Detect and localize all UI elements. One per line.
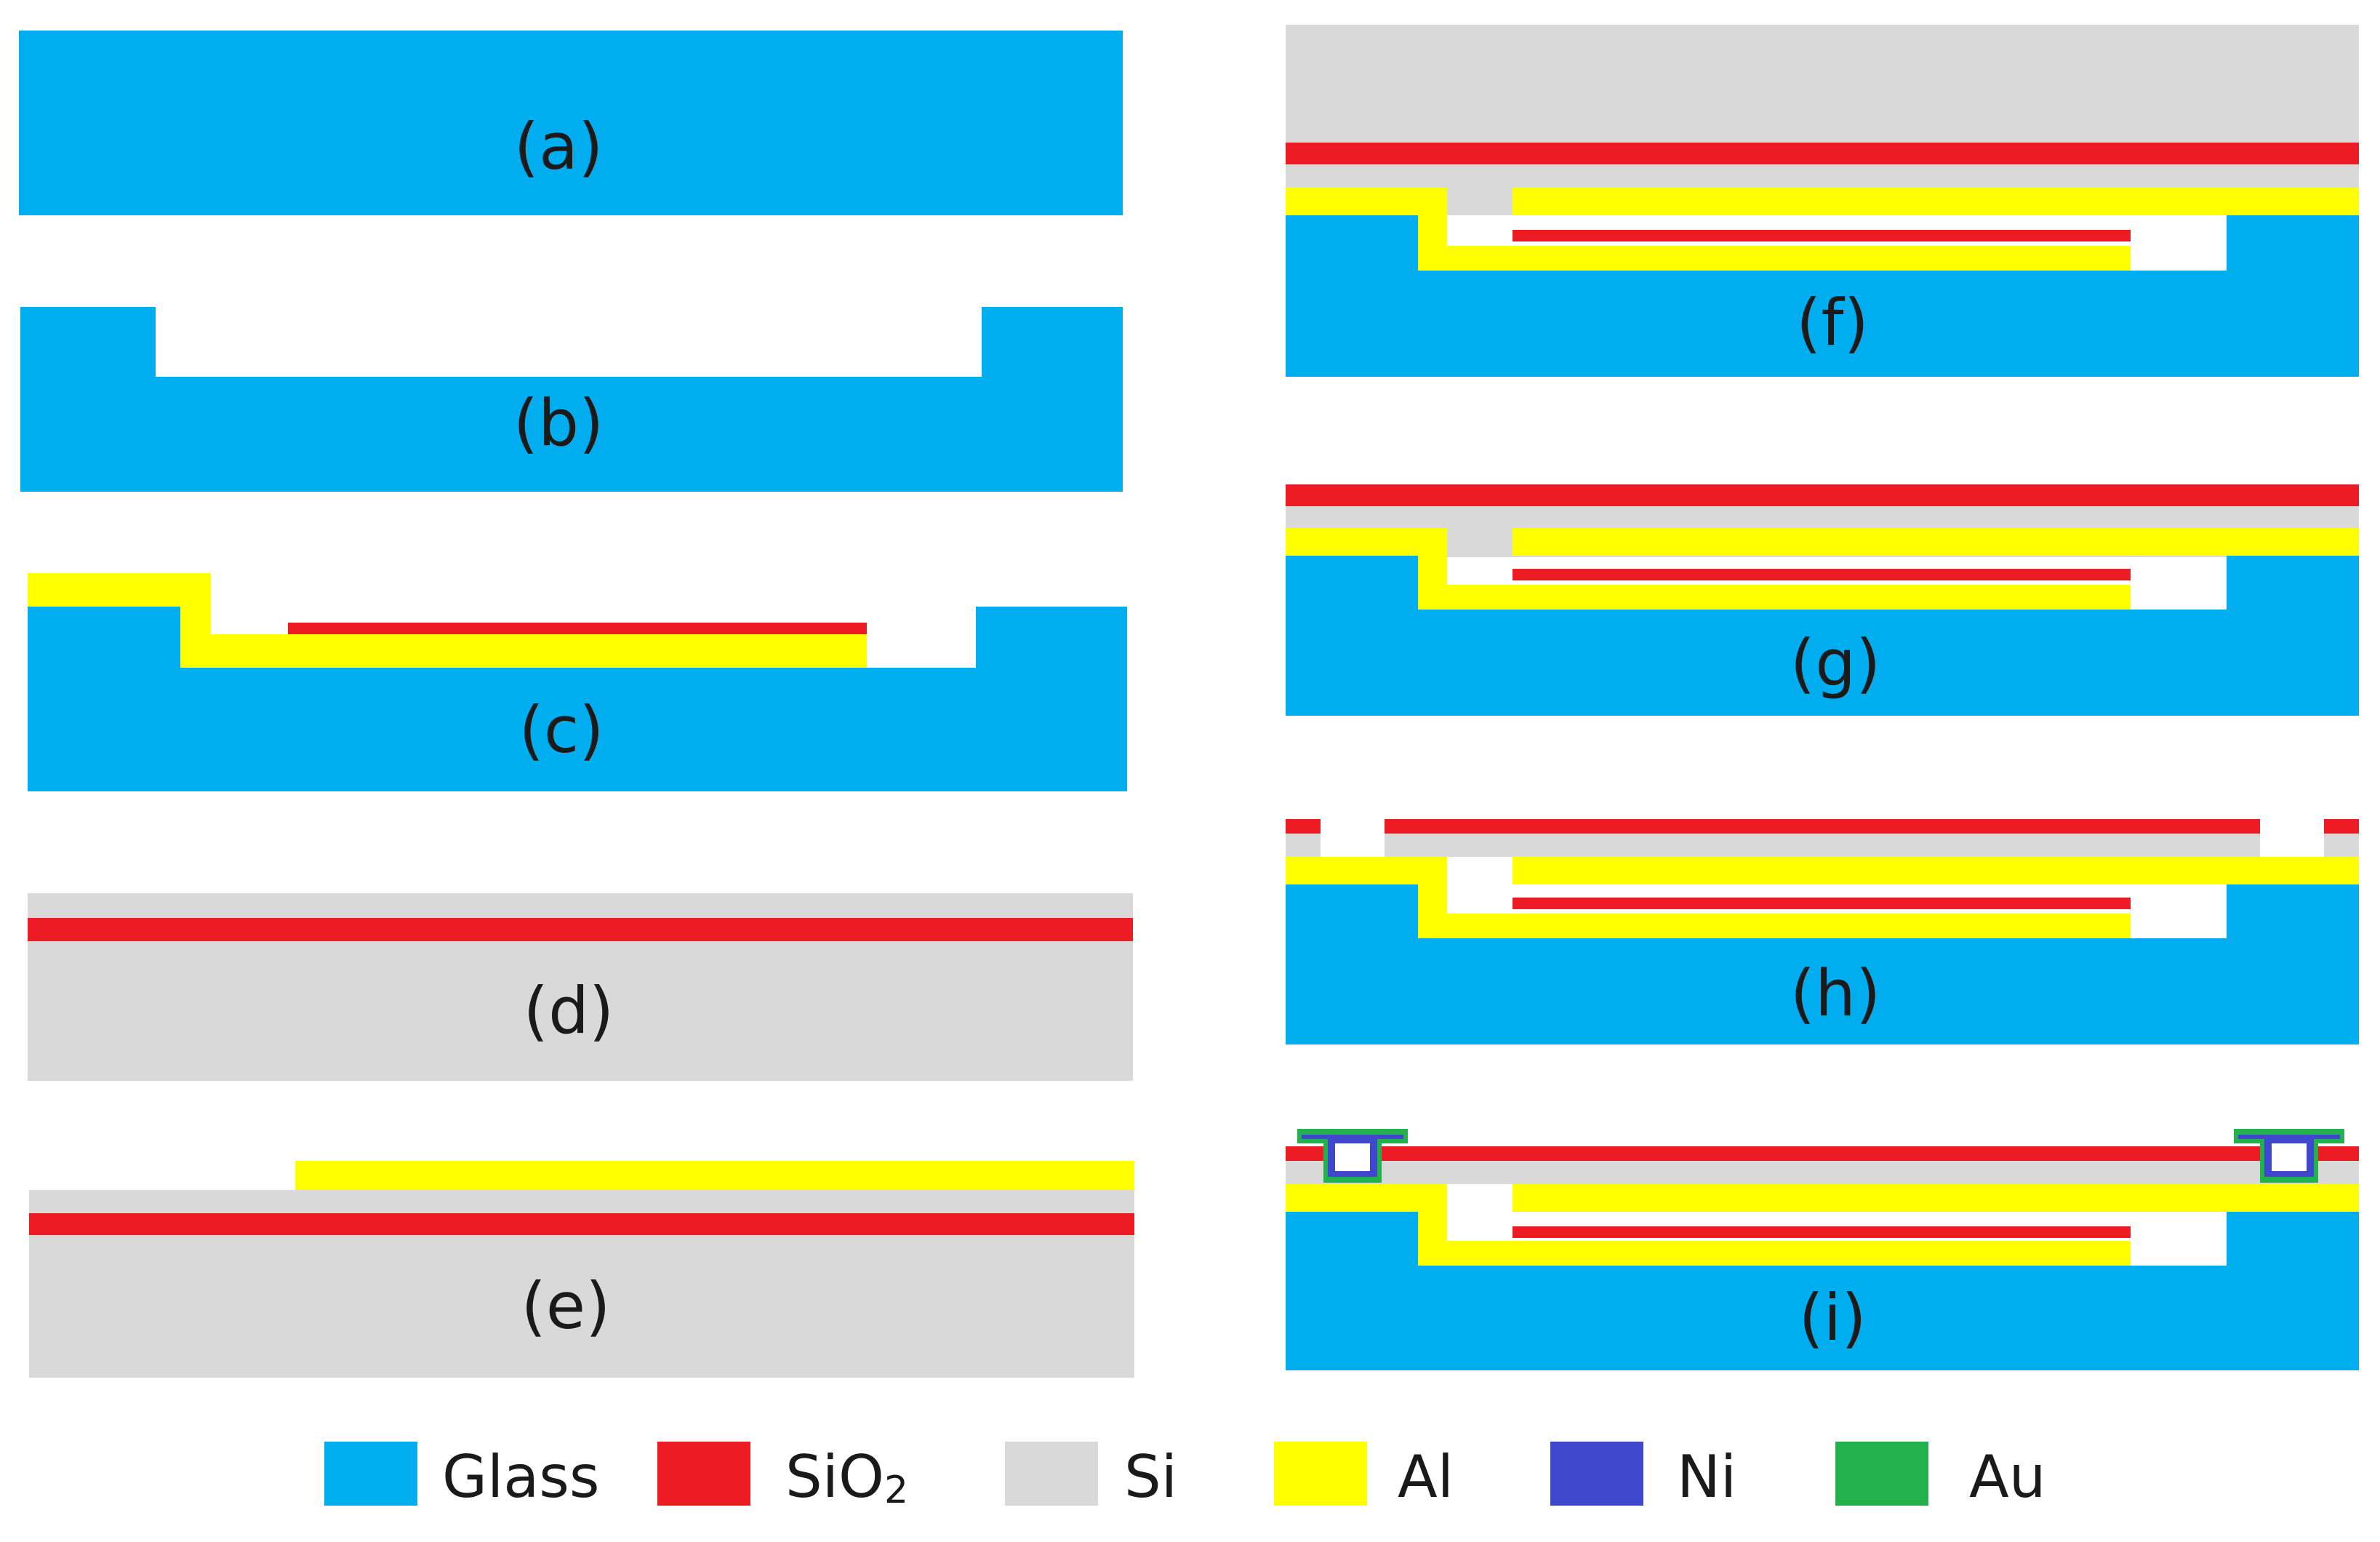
- si-layer: [1286, 25, 2359, 215]
- glass-layer: [20, 307, 1123, 492]
- si-layer: [1286, 831, 1321, 857]
- legend-label-sio2-sub: 2: [884, 1469, 908, 1512]
- legend-label-al: Al: [1398, 1443, 1454, 1511]
- glass-layer: [19, 31, 1123, 215]
- step-h-label: (h): [1790, 956, 1880, 1031]
- al-layer: [1286, 188, 2131, 271]
- al-layer: [1512, 857, 2359, 884]
- legend-swatch-ni: [1550, 1442, 1643, 1506]
- glass-layer: [1286, 556, 2359, 716]
- legend-item-sio2: SiO2: [657, 1442, 908, 1512]
- step-i-panel: (i): [1286, 1129, 2359, 1370]
- step-f-label: (f): [1796, 285, 1869, 360]
- al-layer: [1286, 857, 2131, 938]
- step-e-panel: (e): [29, 1161, 1134, 1378]
- sio2-layer: [1286, 484, 2359, 506]
- step-c-label: (c): [518, 692, 604, 767]
- glass-layer: [1286, 1212, 2359, 1370]
- legend-item-glass: Glass: [324, 1442, 600, 1511]
- legend: Glass SiO2 Si Al Ni Au: [324, 1442, 2046, 1512]
- sio2-layer: [1286, 1146, 2359, 1161]
- legend-swatch-au: [1835, 1442, 1928, 1506]
- al-layer: [295, 1161, 1134, 1190]
- step-e-label: (e): [521, 1269, 611, 1343]
- legend-item-au: Au: [1835, 1442, 2046, 1511]
- si-layer: [1286, 1158, 2359, 1184]
- step-c-panel: (c): [28, 573, 1127, 791]
- sio2-layer: [1286, 819, 1321, 834]
- legend-label-au: Au: [1969, 1443, 2046, 1511]
- legend-swatch-glass: [324, 1442, 417, 1506]
- sio2-layer: [1385, 819, 2260, 834]
- legend-swatch-sio2: [657, 1442, 750, 1506]
- legend-item-si: Si: [1005, 1442, 1177, 1511]
- si-layer: [1385, 831, 2260, 857]
- al-layer: [1512, 528, 2359, 556]
- legend-label-sio2: SiO2: [785, 1443, 908, 1512]
- al-layer: [1286, 1184, 2131, 1266]
- step-g-label: (g): [1790, 626, 1881, 700]
- opening-left: [1335, 1143, 1370, 1171]
- legend-label-ni: Ni: [1677, 1443, 1736, 1511]
- glass-layer: [28, 607, 1127, 791]
- sio2-layer: [288, 623, 867, 634]
- step-i-label: (i): [1798, 1280, 1866, 1355]
- al-layer: [28, 573, 867, 668]
- legend-label-si: Si: [1124, 1443, 1177, 1511]
- glass-layer: [1286, 215, 2359, 377]
- step-a-label: (a): [514, 109, 604, 184]
- step-b-label: (b): [513, 386, 604, 460]
- legend-item-ni: Ni: [1550, 1442, 1736, 1511]
- al-layer: [1512, 1184, 2359, 1212]
- sio2-layer: [1512, 569, 2131, 580]
- sio2-layer: [2324, 819, 2359, 834]
- legend-label-glass: Glass: [442, 1443, 600, 1511]
- step-d-label: (d): [524, 973, 614, 1048]
- step-b-panel: (b): [20, 307, 1123, 492]
- sio2-layer: [1286, 143, 2359, 164]
- legend-swatch-al: [1274, 1442, 1367, 1506]
- legend-swatch-si: [1005, 1442, 1098, 1506]
- legend-label-sio2-base: SiO: [785, 1443, 884, 1511]
- glass-layer: [1286, 884, 2359, 1044]
- sio2-layer: [29, 1213, 1134, 1235]
- step-f-panel: (f): [1286, 25, 2359, 377]
- sio2-layer: [1512, 1226, 2131, 1238]
- opening-right: [2272, 1143, 2307, 1171]
- step-d-panel: (d): [28, 893, 1133, 1081]
- sio2-layer: [1512, 898, 2131, 909]
- step-h-panel: (h): [1286, 819, 2359, 1044]
- sio2-layer: [1512, 230, 2131, 241]
- step-g-panel: (g): [1286, 484, 2359, 716]
- sio2-layer: [28, 918, 1133, 941]
- al-layer: [1286, 528, 2131, 610]
- step-a-panel: (a): [19, 31, 1123, 215]
- legend-item-al: Al: [1274, 1442, 1454, 1511]
- si-layer: [2324, 831, 2359, 857]
- al-layer: [1512, 188, 2359, 215]
